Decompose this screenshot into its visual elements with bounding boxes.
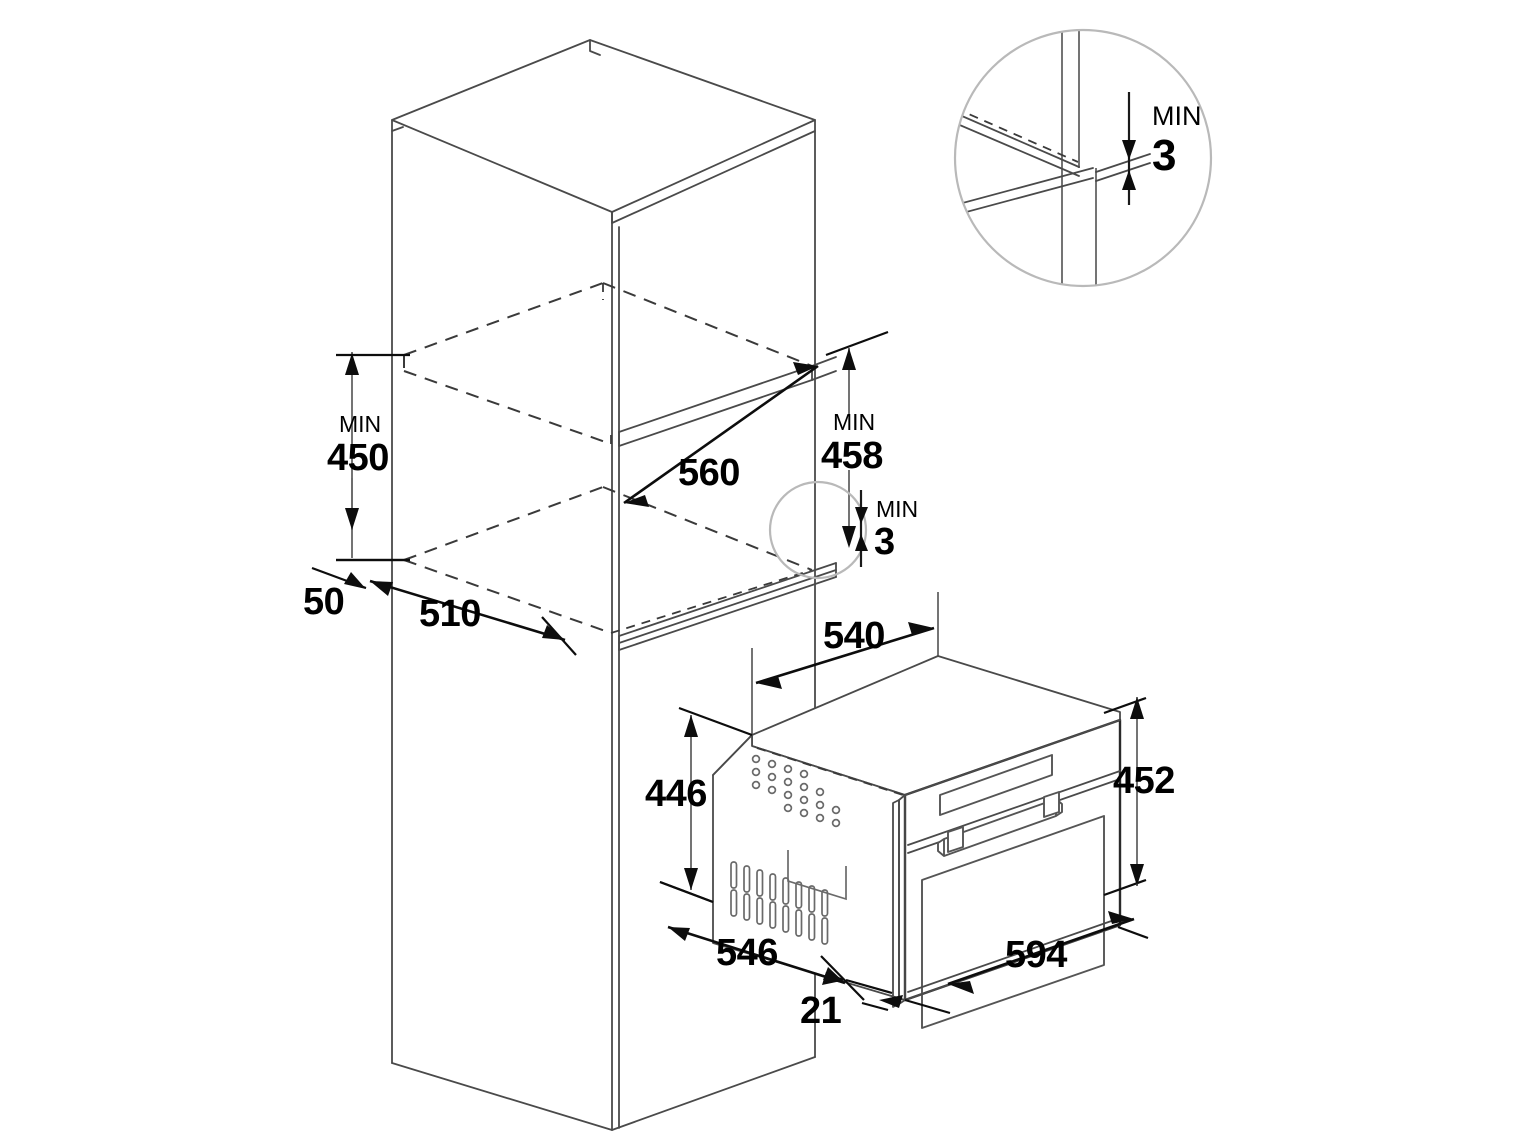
min-3-front-value: 3 [874, 521, 895, 563]
min-3-front-prefix: MIN [876, 496, 918, 522]
oven-chamfer-edge [712, 734, 753, 776]
oven-door-handle [937, 791, 1063, 857]
detail-callout-top-right: MIN 3 [953, 28, 1213, 288]
niche-upper-shelf [403, 282, 813, 447]
dimension-min-458 [825, 330, 889, 548]
dim-452-value: 452 [1113, 760, 1175, 802]
dim-594-value: 594 [1005, 934, 1067, 976]
dimension-510 [369, 579, 577, 656]
detail-min-value: 3 [1152, 131, 1176, 180]
dimension-452 [1103, 696, 1147, 897]
cabinet-top-panel [391, 39, 816, 224]
dim-50-value: 50 [303, 581, 344, 623]
dimension-50 [311, 558, 410, 590]
dimension-546 [659, 880, 865, 1001]
dim-510-value: 510 [419, 593, 481, 635]
detail-min3-dimension [1122, 92, 1136, 205]
detail-circle-outline [953, 28, 1213, 288]
dim-446-value: 446 [645, 773, 707, 815]
min-450-prefix: MIN [339, 411, 381, 437]
dimension-21 [822, 972, 903, 1012]
cabinet-left-panel [391, 130, 613, 1131]
niche-lower-shelf [403, 486, 837, 651]
oven-perforation-grid [751, 754, 841, 828]
detail-circle-small-outline [768, 480, 868, 580]
min-450-value: 450 [327, 437, 389, 479]
dimension-594 [904, 911, 1149, 1015]
min3-front-dimension [855, 490, 868, 567]
dim-540-value: 540 [823, 615, 885, 657]
dim-560-value: 560 [678, 452, 740, 494]
min-458-value: 458 [821, 435, 883, 477]
cabinet-housing [391, 39, 837, 1131]
detail-callout-niche-gap [768, 480, 868, 580]
oven-display-window [939, 754, 1053, 816]
niche-right-edge-thickness [811, 356, 837, 381]
dimension-540 [751, 592, 939, 735]
dim-546-value: 546 [716, 932, 778, 974]
oven-door-glass [921, 815, 1105, 1029]
min-458-prefix: MIN [833, 409, 875, 435]
dimension-560 [623, 362, 819, 507]
oven-cable-bracket [787, 850, 847, 901]
detail-min-label: MIN [1152, 101, 1202, 131]
dim-21-value: 21 [800, 990, 842, 1032]
oven-louvre-slots [730, 861, 829, 945]
